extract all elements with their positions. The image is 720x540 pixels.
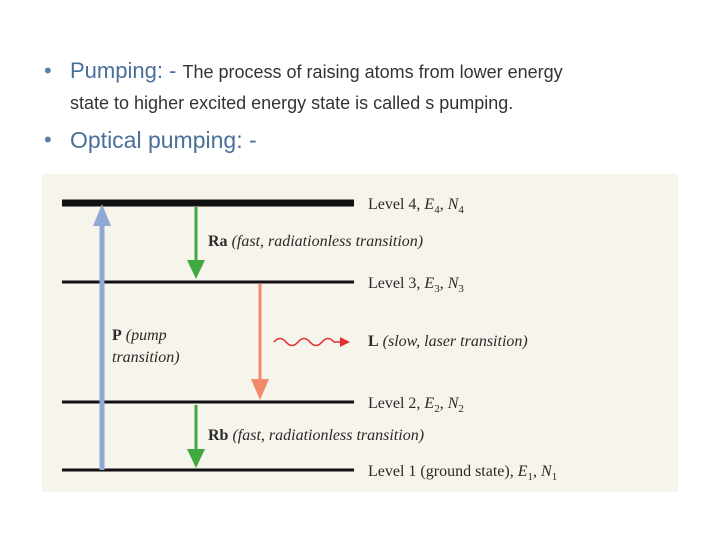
bullet-pumping-body-line1: The process of raising atoms from lower … <box>182 62 563 82</box>
pump-transition-label-line1: P (pump <box>112 327 167 344</box>
bullet-pumping-text: Pumping: - The process of raising atoms … <box>70 56 563 117</box>
ra-arrow-head <box>187 260 205 279</box>
laser-transition-label: L (slow, laser transition) <box>368 333 528 350</box>
bullet-pumping-heading: Pumping: - <box>70 58 183 83</box>
bullet-optical-pumping: • Optical pumping: - <box>44 125 704 155</box>
bullet-pumping: • Pumping: - The process of raising atom… <box>44 56 704 117</box>
bullet-optical-pumping-heading: Optical pumping: - <box>70 127 257 153</box>
photon-wave-icon <box>273 337 342 347</box>
photon-arrow-head <box>340 337 350 347</box>
bullet-pumping-body-line2: state to higher excited energy state is … <box>70 93 514 113</box>
level-1-label: Level 1 (ground state), E1, N1 <box>368 463 557 483</box>
rb-transition-label: Rb (fast, radiationless transition) <box>208 427 424 444</box>
bullet-list: • Pumping: - The process of raising atom… <box>44 56 704 155</box>
bullet-marker: • <box>44 58 52 83</box>
laser-arrow-head <box>251 379 269 400</box>
pump-arrow-head <box>93 204 111 226</box>
rb-arrow-head <box>187 449 205 468</box>
bullet-marker: • <box>44 127 52 152</box>
energy-level-svg: Level 4, E4, N4 Level 3, E3, N3 Level 2,… <box>62 196 557 483</box>
energy-level-diagram: Level 4, E4, N4 Level 3, E3, N3 Level 2,… <box>42 174 678 492</box>
level-3-label: Level 3, E3, N3 <box>368 275 464 295</box>
pump-transition-label-line2: transition) <box>112 349 180 366</box>
level-2-label: Level 2, E2, N2 <box>368 395 464 415</box>
ra-transition-label: Ra (fast, radiationless transition) <box>208 233 423 250</box>
level-4-label: Level 4, E4, N4 <box>368 196 464 216</box>
